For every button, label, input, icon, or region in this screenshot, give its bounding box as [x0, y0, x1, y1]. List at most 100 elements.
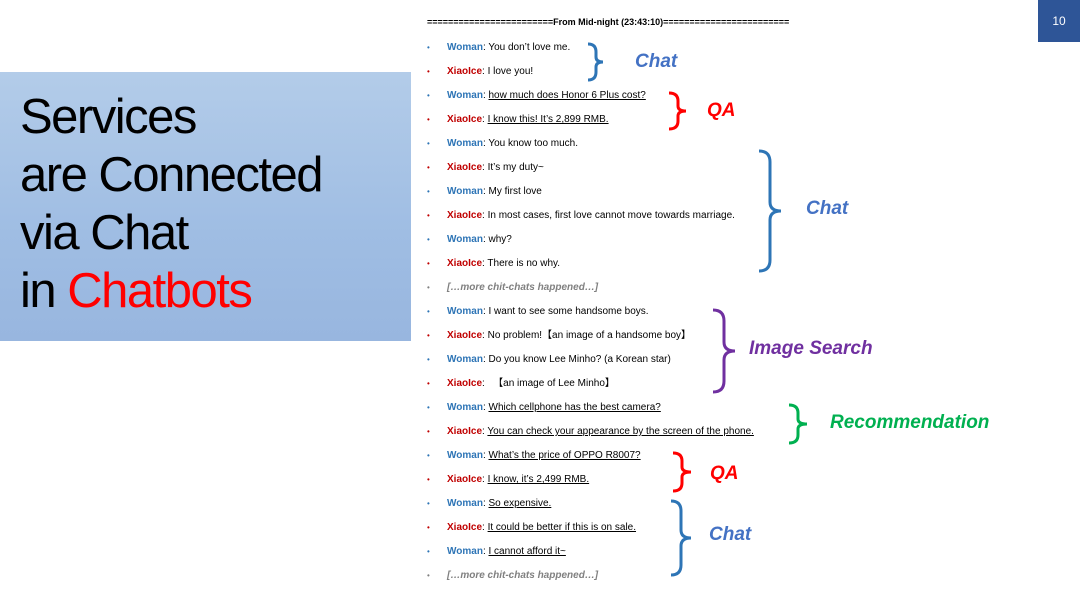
message-text: No problem!【an image of a handsome boy】: [487, 330, 692, 341]
message-text: Do you know Lee Minho? (a Korean star): [488, 354, 671, 365]
title-line-2: are Connected: [20, 148, 323, 202]
brace-recommendation: [788, 403, 808, 445]
speaker-name: XiaoIce: [447, 330, 483, 341]
speaker-name: Woman: [447, 90, 483, 101]
conversation-line: •XiaoIce: It’s my duty~: [427, 162, 544, 173]
speaker-name: Woman: [447, 546, 483, 557]
message-text: It’s my duty~: [487, 162, 544, 173]
conversation-line: • […more chit-chats happened…]: [427, 569, 598, 583]
bullet-icon: •: [427, 91, 430, 100]
conversation-line: •Woman: You know too much.: [427, 138, 579, 149]
speaker-name: Woman: [447, 450, 483, 461]
speaker-name: XiaoIce: [447, 426, 483, 437]
speaker-name: XiaoIce: [447, 210, 483, 221]
message-text: It could be better if this is on sale.: [487, 522, 637, 533]
conversation-header: ========================From Mid-night (…: [427, 17, 790, 27]
conversation-line: •XiaoIce: No problem!【an image of a hand…: [427, 330, 692, 341]
bullet-icon: •: [427, 451, 430, 460]
annotation-recommendation: Recommendation: [830, 412, 990, 433]
bullet-icon: •: [427, 331, 430, 340]
speaker-name: XiaoIce: [447, 258, 483, 269]
conversation-line: •XiaoIce: I love you!: [427, 66, 534, 77]
speaker-name: Woman: [447, 402, 483, 413]
message-text: how much does Honor 6 Plus cost?: [488, 90, 646, 101]
annotation-qa-2: QA: [710, 463, 739, 484]
conversation-line: •Woman: I want to see some handsome boys…: [427, 306, 649, 317]
conversation-line: •Woman: Which cellphone has the best cam…: [427, 402, 661, 413]
message-text: I know, it’s 2,499 RMB.: [487, 474, 590, 485]
brace-image-search: [712, 308, 736, 394]
bullet-icon: •: [427, 283, 430, 292]
title-line-3: via Chat: [20, 206, 189, 260]
conversation-line: •XiaoIce: You can check your appearance …: [427, 426, 754, 437]
bullet-icon: •: [427, 163, 430, 172]
bullet-icon: •: [427, 115, 430, 124]
message-text: You know too much.: [488, 138, 579, 149]
message-text: I want to see some handsome boys.: [488, 306, 649, 317]
bullet-icon: •: [427, 379, 430, 388]
message-text: I know this! It’s 2,899 RMB.: [487, 114, 609, 125]
conversation-line: •Woman: What’s the price of OPPO R8007?: [427, 450, 641, 461]
message-text: 【an image of Lee Minho】: [487, 378, 615, 389]
brace-chat-3: [670, 499, 692, 577]
title-panel: [0, 72, 411, 341]
speaker-name: XiaoIce: [447, 66, 483, 77]
bullet-icon: •: [427, 67, 430, 76]
annotation-chat-1: Chat: [635, 51, 678, 72]
speaker-name: XiaoIce: [447, 378, 483, 389]
conversation-line: •XiaoIce: There is no why.: [427, 258, 561, 269]
message-text: So expensive.: [488, 498, 552, 509]
brace-chat-2: [758, 149, 782, 273]
speaker-name: XiaoIce: [447, 474, 483, 485]
title-line-1: Services: [20, 90, 197, 144]
bullet-icon: •: [427, 403, 430, 412]
bullet-icon: •: [427, 427, 430, 436]
bullet-icon: •: [427, 547, 430, 556]
conversation-line: •Woman: My first love: [427, 186, 542, 197]
conversation-line: •Woman: Do you know Lee Minho? (a Korean…: [427, 354, 671, 365]
title-highlight: Chatbots: [67, 264, 253, 318]
message-text: why?: [488, 234, 512, 245]
speaker-name: Woman: [447, 186, 483, 197]
message-text: What’s the price of OPPO R8007?: [488, 450, 641, 461]
message-text: There is no why.: [487, 258, 561, 269]
speaker-name: Woman: [447, 234, 483, 245]
message-text: […more chit-chats happened…]: [447, 282, 599, 293]
message-text: You can check your appearance by the scr…: [487, 426, 754, 437]
annotation-chat-2: Chat: [806, 198, 849, 219]
speaker-name: XiaoIce: [447, 162, 483, 173]
conversation-line: •Woman: how much does Honor 6 Plus cost?: [427, 90, 646, 101]
message-text: […more chit-chats happened…]: [447, 570, 599, 581]
message-text: I cannot afford it~: [488, 546, 566, 557]
bullet-icon: •: [427, 43, 430, 52]
brace-chat-1: [587, 42, 604, 82]
brace-qa-2: [672, 451, 692, 493]
conversation-line: •XiaoIce: It could be better if this is …: [427, 522, 637, 533]
annotation-chat-3: Chat: [709, 524, 752, 545]
bullet-icon: •: [427, 523, 430, 532]
message-text: In most cases, first love cannot move to…: [487, 210, 735, 221]
bullet-icon: •: [427, 499, 430, 508]
conversation-line: •XiaoIce: 【an image of Lee Minho】: [427, 378, 615, 389]
speaker-name: XiaoIce: [447, 114, 483, 125]
bullet-icon: •: [427, 139, 430, 148]
bullet-icon: •: [427, 211, 430, 220]
speaker-name: Woman: [447, 42, 483, 53]
bullet-icon: •: [427, 259, 430, 268]
conversation-line: •XiaoIce: I know, it’s 2,499 RMB.: [427, 474, 590, 485]
conversation-line: • […more chit-chats happened…]: [427, 281, 598, 295]
bullet-icon: •: [427, 187, 430, 196]
brace-qa-1: [668, 91, 687, 131]
annotation-image-search: Image Search: [749, 338, 873, 359]
conversation-line: •Woman: You don’t love me.: [427, 42, 571, 53]
bullet-icon: •: [427, 475, 430, 484]
speaker-name: Woman: [447, 306, 483, 317]
bullet-icon: •: [427, 235, 430, 244]
bullet-icon: •: [427, 355, 430, 364]
conversation-line: •Woman: So expensive.: [427, 498, 552, 509]
bullet-icon: •: [427, 571, 430, 580]
conversation-line: •Woman: I cannot afford it~: [427, 546, 566, 557]
conversation-line: •XiaoIce: In most cases, first love cann…: [427, 210, 735, 221]
conversation-line: •XiaoIce: I know this! It’s 2,899 RMB.: [427, 114, 609, 125]
message-text: My first love: [488, 186, 542, 197]
